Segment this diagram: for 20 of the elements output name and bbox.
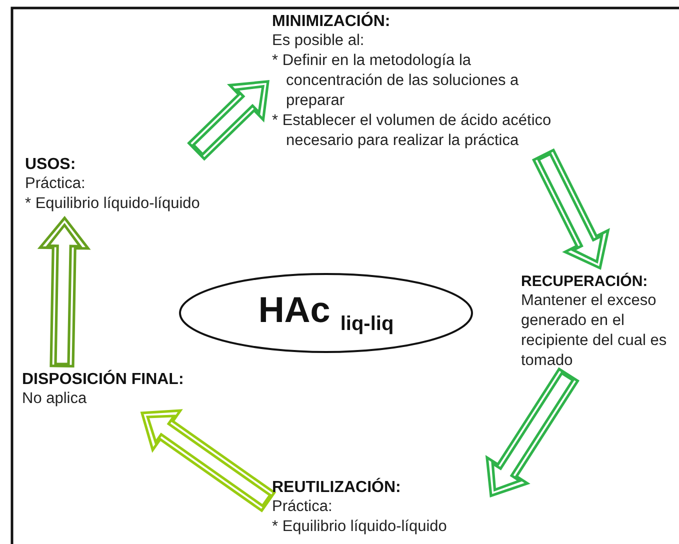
stage-heading: REUTILIZACIÓN:: [272, 478, 402, 497]
stage-heading: DISPOSICIÓN FINAL:: [22, 370, 185, 389]
stage-description: Es posible al:: [272, 31, 366, 51]
stage-description: Mantener el exceso generado en el recipiente del cual es tomado: [521, 291, 668, 371]
stage-description: * Establecer el volumen de ácido acético necesario para realizar la práctica: [272, 111, 552, 151]
stage-heading: RECUPERACIÓN:: [521, 272, 649, 291]
stage-heading: USOS:: [25, 155, 77, 174]
stage-description: * Definir en la metodología la concentración de las soluciones a preparar: [272, 51, 520, 111]
stage-description: No aplica: [22, 389, 88, 409]
stage-description: Práctica:: [25, 174, 86, 194]
block-arrow: [187, 80, 270, 161]
block-arrow: [140, 409, 276, 512]
block-arrow: [532, 148, 610, 270]
stage-description: Práctica:: [272, 497, 334, 517]
block-arrow: [37, 216, 91, 368]
center-label: HAc $_{liq-liq}$: [258, 289, 394, 337]
stage-description: * Equilibrio líquido-líquido: [25, 194, 201, 214]
stage-description: * Equilibrio líquido-líquido: [272, 517, 448, 537]
stage-heading: MINIMIZACIÓN:: [272, 12, 392, 31]
block-arrow: [485, 367, 580, 498]
